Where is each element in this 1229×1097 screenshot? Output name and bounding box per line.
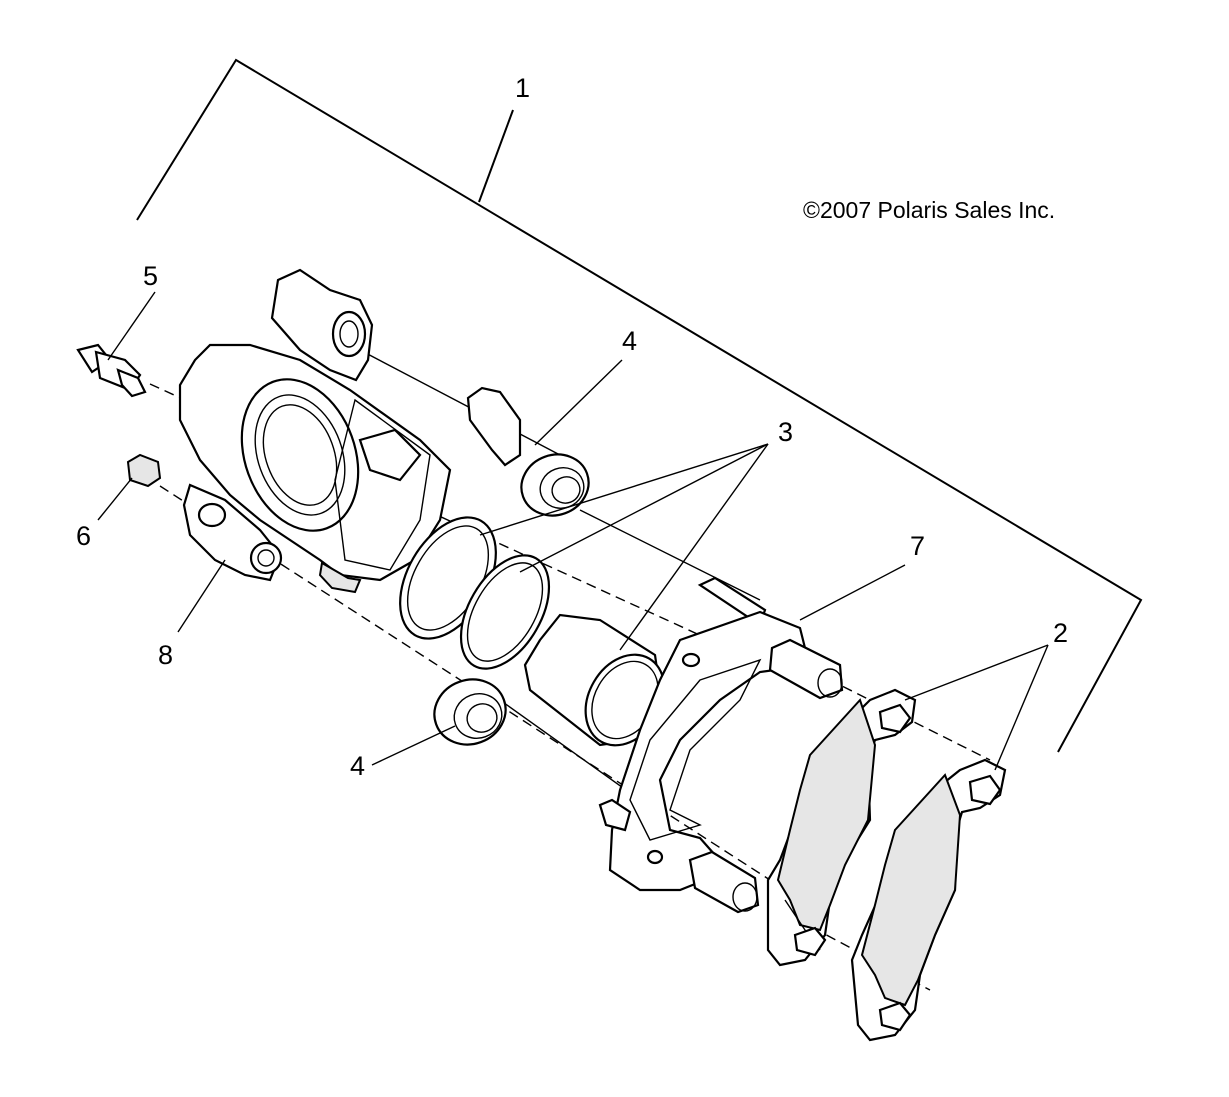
slide-pin-boot-lower (433, 678, 507, 746)
bleeder-cap (126, 453, 162, 488)
callout-5: 5 (143, 261, 158, 291)
caliper-bracket (598, 576, 844, 914)
callout-8: 8 (158, 640, 173, 670)
brake-pad-outer (850, 758, 1007, 1042)
callout-4-upper: 4 (622, 326, 637, 356)
callout-labels: 1 2 3 4 4 5 6 7 8 (76, 73, 1068, 781)
leader-lines (97, 291, 1049, 771)
piston-seals (399, 516, 551, 670)
caliper-body (178, 268, 452, 594)
callout-1: 1 (515, 73, 530, 103)
callout-7: 7 (910, 531, 925, 561)
brake-pad-inner (766, 688, 917, 967)
callout-6: 6 (76, 521, 91, 551)
callout-2: 2 (1053, 618, 1068, 648)
slide-pin-upper (466, 386, 590, 517)
assembly-bracket (136, 58, 1143, 753)
bleeder-screw (76, 343, 147, 398)
callout-3: 3 (778, 417, 793, 447)
copyright-text: ©2007 Polaris Sales Inc. (803, 197, 1055, 223)
callout-4-lower: 4 (350, 751, 365, 781)
